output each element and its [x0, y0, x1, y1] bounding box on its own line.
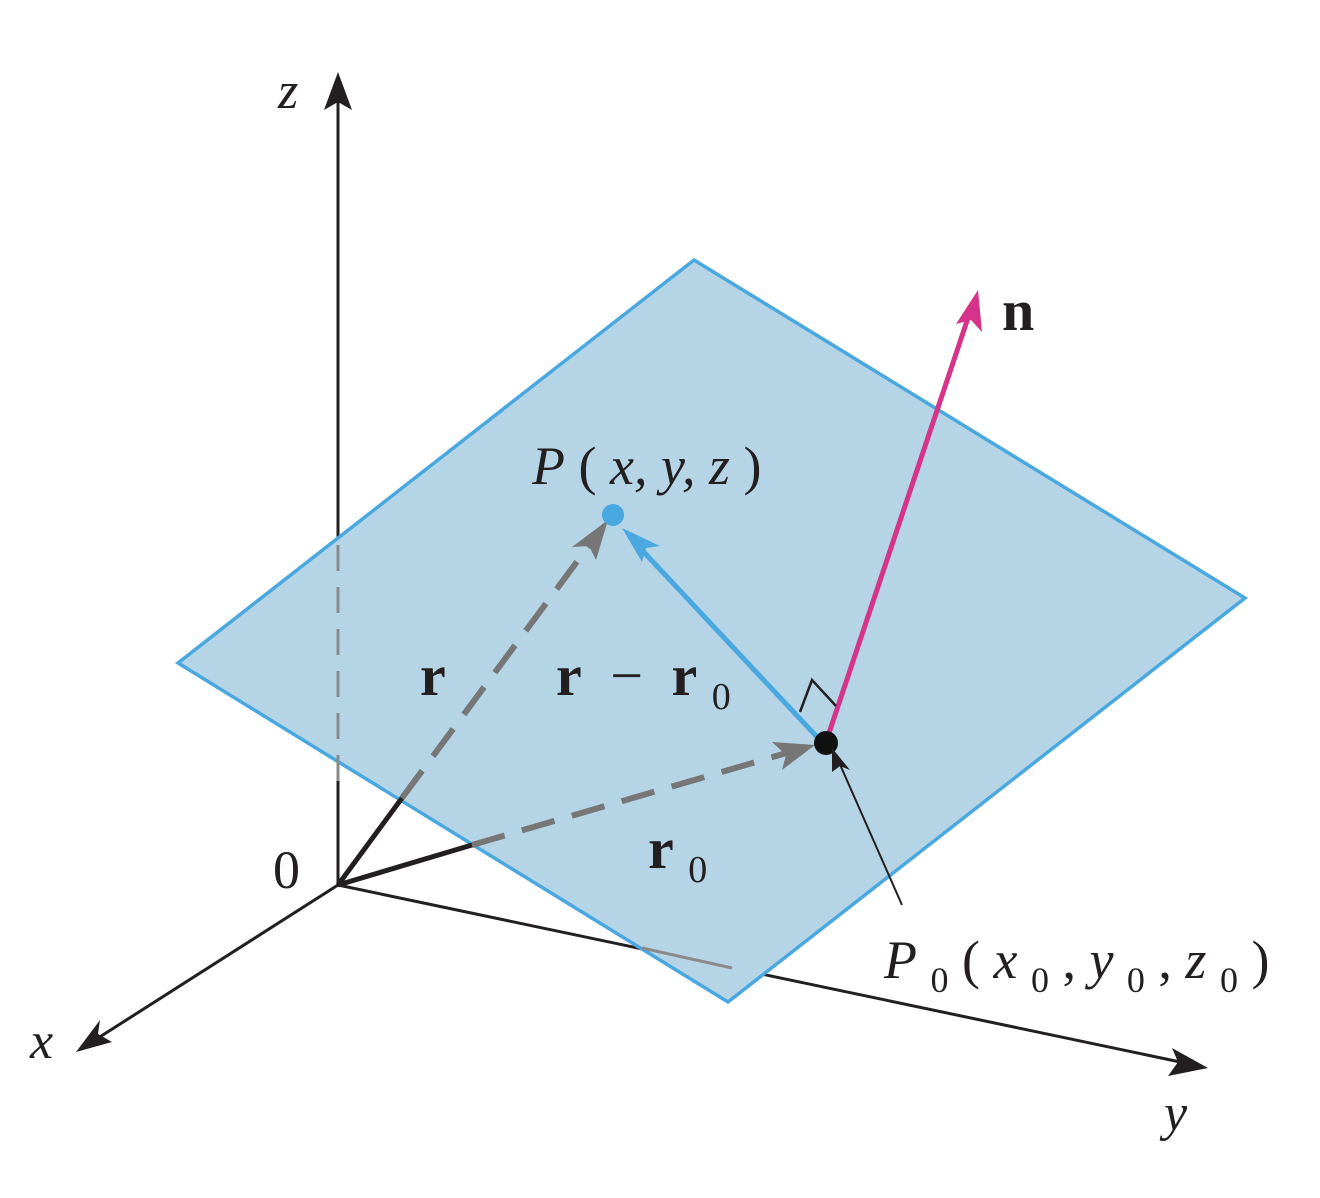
- r-vector-dashed: [399, 538, 596, 800]
- y-axis-hidden-segment: [641, 946, 733, 970]
- hidden-axis-segments: [336, 545, 733, 970]
- r0-subscript: 0: [688, 849, 707, 891]
- point-P-name: P: [531, 436, 565, 496]
- y-axis-label: y: [1159, 1085, 1188, 1142]
- r-minus-r0-r: r: [556, 643, 582, 708]
- r-minus-r0-minus: −: [610, 643, 643, 708]
- y-axis-arrowhead: [1168, 1048, 1208, 1076]
- P0-z: z: [1184, 930, 1206, 990]
- r0-vector-arrowhead: [772, 742, 815, 770]
- P0-open-paren: (: [962, 930, 980, 990]
- P0-y: y: [1084, 930, 1113, 990]
- r0-vector-dashed: [471, 749, 791, 848]
- r-minus-r0-r0: r: [671, 643, 697, 708]
- point-P-label: P ( x, y, z ): [531, 436, 761, 496]
- P0-name: P: [883, 930, 917, 990]
- x-axis-arrowhead: [76, 1020, 112, 1052]
- P0-leader-line: [837, 759, 903, 906]
- P0-subscript: 0: [931, 960, 949, 1000]
- P0-x: x: [992, 930, 1017, 990]
- P0-sep-1: ,: [1062, 930, 1089, 990]
- r0-vector-label: r 0: [648, 816, 707, 891]
- x-axis: [94, 883, 339, 1042]
- origin-label: 0: [273, 840, 300, 900]
- r0-vector-solid-stub: [337, 842, 473, 888]
- plane: [174, 257, 1249, 1005]
- x-axis-label: x: [29, 1013, 53, 1070]
- r-vector-label: r: [420, 643, 446, 708]
- point-P-dot: [602, 504, 624, 526]
- z-axis-arrowhead: [324, 72, 352, 110]
- P0-close-paren: ): [1251, 930, 1269, 990]
- point-P-coords: x, y, z: [609, 436, 730, 496]
- point-P-close-paren: ): [743, 436, 761, 496]
- r-minus-r0-subscript: 0: [712, 676, 731, 718]
- r-vector-solid-stub: [335, 796, 405, 887]
- P0-leader-arrowhead: [832, 748, 850, 772]
- r-minus-r0-label: r − r 0: [556, 643, 731, 718]
- normal-vector: [823, 311, 973, 743]
- point-P-open-paren: (: [579, 436, 597, 496]
- normal-vector-arrowhead: [956, 290, 982, 332]
- z-axis-label: z: [277, 63, 298, 120]
- P0-z-subscript: 0: [1220, 960, 1238, 1000]
- r-minus-r0-vector: [638, 546, 820, 740]
- P0-y-subscript: 0: [1127, 960, 1145, 1000]
- P0-sep-2: ,: [1158, 930, 1185, 990]
- r0-r: r: [648, 816, 674, 881]
- right-angle-marker: [798, 677, 837, 713]
- r-minus-r0-arrowhead: [622, 528, 660, 562]
- point-P0-label: P 0 ( x 0 , y 0 , z 0 ): [883, 930, 1269, 1004]
- P0-x-subscript: 0: [1031, 960, 1049, 1000]
- normal-vector-label: n: [1002, 278, 1034, 343]
- r-vector-arrowhead: [572, 520, 608, 560]
